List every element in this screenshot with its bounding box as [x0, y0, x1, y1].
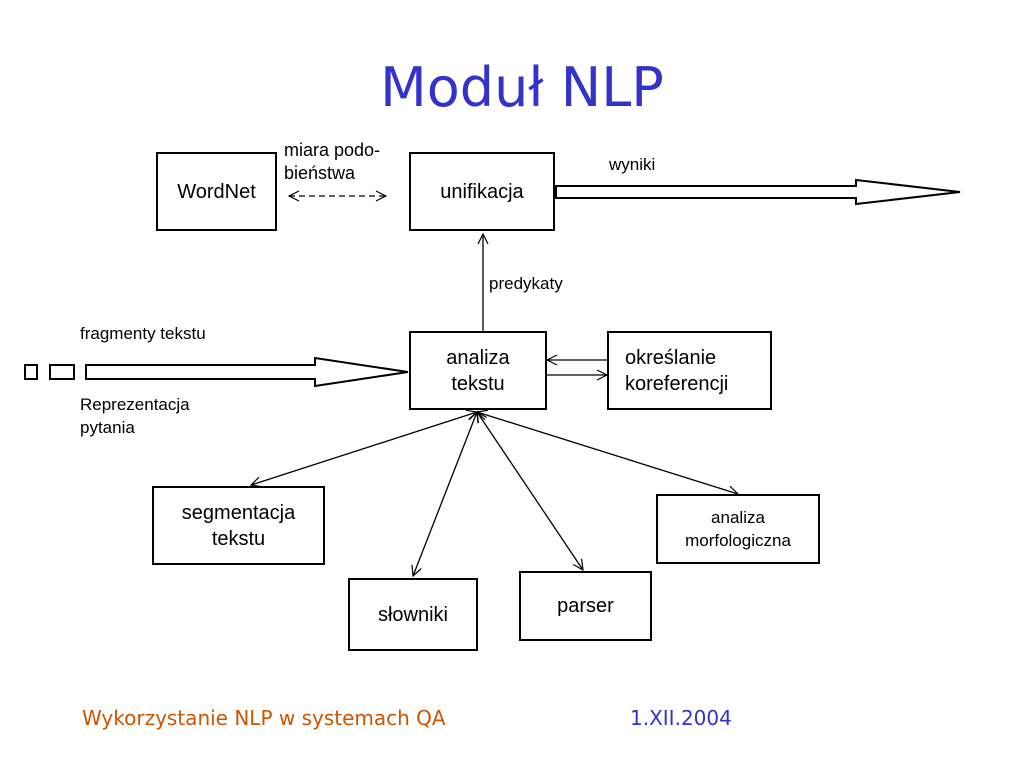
- parser-box: parser: [519, 571, 652, 641]
- arrow-tail-small-square: [24, 364, 38, 380]
- koreferencja-label: określanie koreferencji: [625, 346, 729, 395]
- arrow-tail-rect: [49, 364, 75, 380]
- unifikacja-box: unifikacja: [409, 152, 555, 231]
- parser-link: [477, 412, 583, 570]
- wordnet-box: WordNet: [156, 152, 277, 231]
- slowniki-link: [413, 412, 477, 576]
- fragmenty-arrow: [85, 356, 409, 388]
- fragmenty-label: fragmenty tekstu: [80, 324, 206, 343]
- morfologia-link: [477, 412, 738, 494]
- segmentacja-link: [251, 412, 477, 485]
- predykaty-label: predykaty: [489, 274, 563, 293]
- slowniki-label: słowniki: [377, 603, 449, 626]
- analiza-tekstu-label: analiza tekstu: [446, 346, 510, 395]
- unifikacja-label: unifikacja: [440, 180, 524, 203]
- wyniki-label: wyniki: [609, 155, 656, 174]
- miara-label: miara podo- bieństwa: [284, 140, 381, 183]
- wyniki-arrow: [555, 178, 961, 206]
- analiza-tekstu-box: analiza tekstu: [409, 331, 547, 410]
- morfologia-box: analiza morfologiczna: [656, 494, 820, 564]
- koreferencja-box: określanie koreferencji: [607, 331, 772, 410]
- slowniki-box: słowniki: [348, 578, 478, 651]
- reprezentacja-label: Reprezentacja pytania: [80, 395, 190, 437]
- footer-title: Wykorzystanie NLP w systemach QA: [82, 706, 446, 730]
- slide-title: Moduł NLP: [380, 56, 664, 119]
- morfologia-label: analiza morfologiczna: [685, 508, 791, 550]
- wordnet-label: WordNet: [177, 180, 256, 203]
- segmentacja-box: segmentacja tekstu: [152, 486, 325, 565]
- parser-label: parser: [557, 595, 614, 617]
- footer-date: 1.XII.2004: [630, 706, 732, 730]
- segmentacja-label: segmentacja tekstu: [181, 501, 296, 550]
